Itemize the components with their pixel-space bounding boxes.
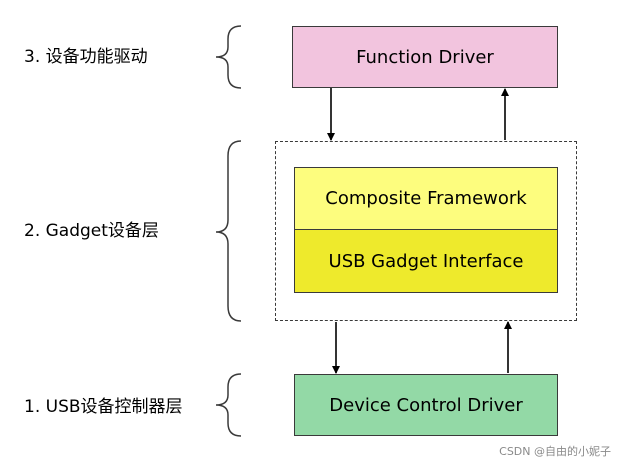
watermark: CSDN @自由的小妮子: [499, 445, 611, 458]
usb-gadget-interface-box: USB Gadget Interface: [294, 229, 558, 293]
device-control-driver-label: Device Control Driver: [329, 394, 523, 416]
device-control-driver-box: Device Control Driver: [294, 374, 558, 436]
layer-label-function: 3. 设备功能驱动: [24, 47, 148, 67]
gadget-layer-container: [275, 141, 577, 321]
function-driver-label: Function Driver: [356, 46, 494, 68]
composite-framework-box: Composite Framework: [294, 167, 558, 230]
brace-controller: [215, 373, 242, 437]
usb-gadget-interface-label: USB Gadget Interface: [328, 250, 524, 272]
layer-label-gadget: 2. Gadget设备层: [24, 221, 159, 241]
function-driver-box: Function Driver: [292, 26, 558, 88]
composite-framework-label: Composite Framework: [325, 188, 527, 209]
brace-function: [215, 25, 242, 89]
layer-label-controller: 1. USB设备控制器层: [24, 397, 183, 417]
brace-gadget: [215, 140, 242, 322]
